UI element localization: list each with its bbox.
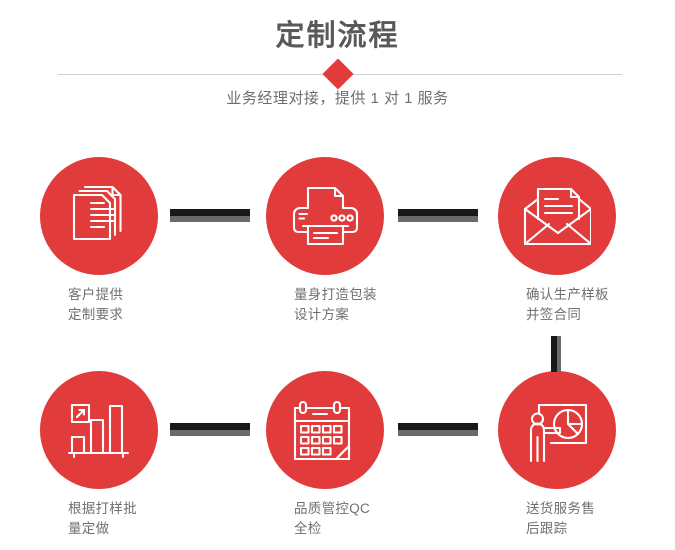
flow-step-5-circle[interactable] [266, 371, 384, 489]
page-title: 定制流程 [275, 20, 400, 52]
connector-bar-dark [170, 423, 250, 430]
connector-bar-gray [398, 216, 478, 222]
connector-step3-step6 [551, 336, 561, 372]
flow-step-3-circle[interactable] [498, 157, 616, 275]
page-subtitle: 业务经理对接，提供 1 对 1 服务 [226, 90, 449, 107]
documents-icon [66, 183, 132, 249]
connector-bar-gray [557, 336, 561, 372]
flow-step-6-circle[interactable] [498, 371, 616, 489]
bar-chart-icon [68, 399, 130, 461]
flow-step-1-label: 客户提供 定制要求 [68, 287, 124, 322]
page-header: 定制流程 业务经理对接，提供 1 对 1 服务 [0, 0, 675, 130]
flow-step-6-label: 送货服务售 后跟踪 [526, 501, 595, 536]
title-divider [0, 58, 675, 90]
connector-step4-step5 [170, 423, 250, 436]
calendar-icon [293, 399, 357, 461]
connector-bar-dark [398, 423, 478, 430]
connector-step5-step6 [398, 423, 478, 436]
flow-step-4-label: 根据打样批 量定做 [68, 501, 137, 536]
connector-bar-gray [170, 216, 250, 222]
presentation-icon [524, 397, 590, 463]
flow-step-3-label: 确认生产样板 并签合同 [526, 287, 609, 322]
flow-step-4-circle[interactable] [40, 371, 158, 489]
connector-bar-gray [398, 430, 478, 436]
envelope-icon [523, 185, 591, 247]
connector-step2-step3 [398, 209, 478, 222]
connector-bar-dark [398, 209, 478, 216]
printer-icon [291, 184, 359, 248]
flow-step-2-label: 量身打造包装 设计方案 [294, 287, 377, 322]
flow-step-2-circle[interactable] [266, 157, 384, 275]
connector-bar-dark [170, 209, 250, 216]
connector-step1-step2 [170, 209, 250, 222]
flow-step-1-circle[interactable] [40, 157, 158, 275]
connector-bar-gray [170, 430, 250, 436]
flow-step-5-label: 品质管控QC 全检 [294, 501, 371, 536]
connector-bar-dark [551, 336, 557, 372]
